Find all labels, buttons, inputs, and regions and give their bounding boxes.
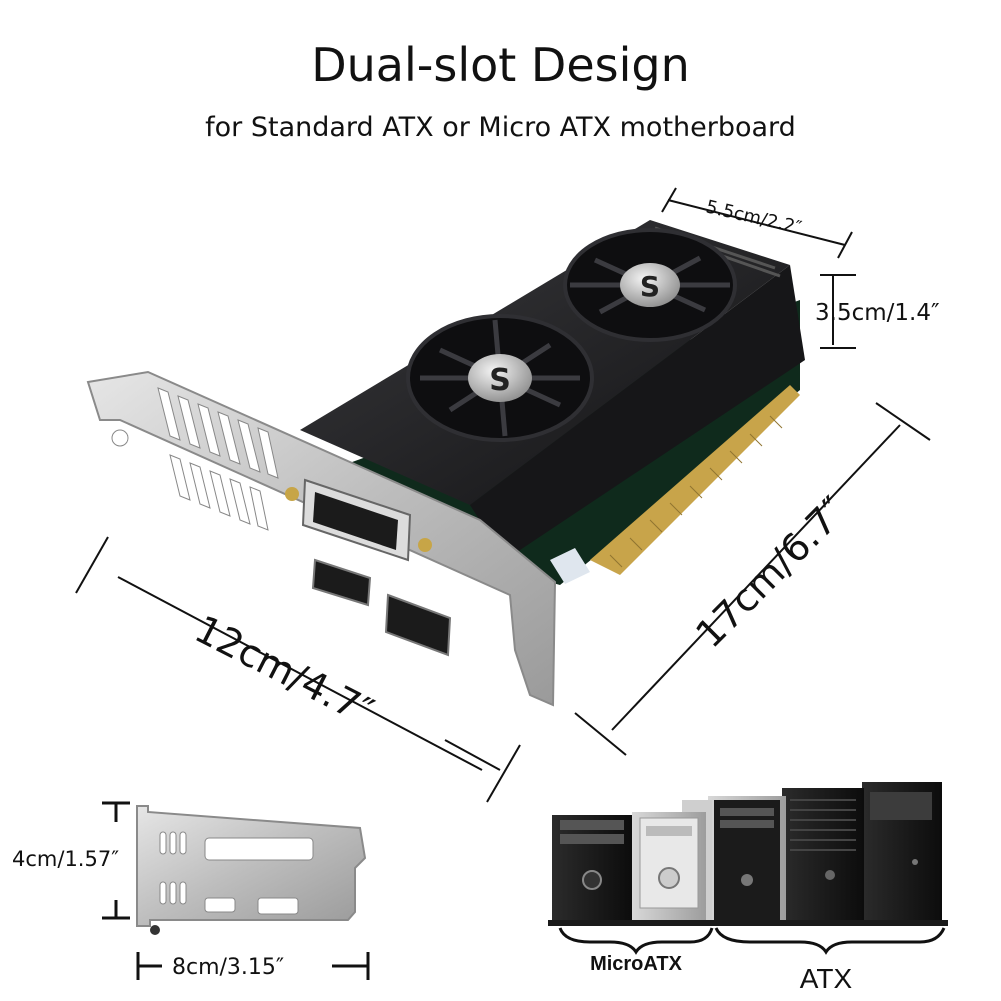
atx-label: ATX — [800, 963, 853, 994]
cooling-fan-2: S — [563, 228, 737, 342]
cooling-fan-1: S — [406, 314, 594, 442]
atx-case-2 — [708, 796, 786, 924]
microatx-case-1 — [552, 815, 632, 923]
microatx-case-2 — [632, 812, 706, 924]
dim-length: 17cm/6.7″ — [687, 488, 855, 656]
dim-width-top: 5.5cm/2.2″ — [704, 196, 804, 238]
displayport-port — [384, 593, 452, 657]
graphics-card: S S — [86, 220, 805, 707]
dim-lp-height: 4cm/1.57″ — [12, 847, 119, 871]
atx-case-3 — [782, 788, 864, 923]
case-group-braces — [558, 927, 946, 955]
cooler-shroud-side — [470, 265, 805, 560]
dim-depth: 12cm/4.7″ — [188, 607, 381, 734]
bracket-vents — [157, 387, 279, 531]
pc-cases — [548, 782, 948, 926]
gold-edge-connector — [590, 385, 800, 575]
page-subtitle: for Standard ATX or Micro ATX motherboar… — [205, 112, 796, 143]
low-profile-dimension-lines — [102, 801, 370, 980]
microatx-label: MicroATX — [590, 953, 683, 975]
dvi-port — [285, 478, 432, 562]
fan-1-logo: S — [489, 363, 511, 398]
atx-case-4 — [862, 782, 942, 922]
dim-lp-width: 8cm/3.15″ — [172, 955, 284, 980]
fan-2-logo: S — [640, 270, 660, 303]
full-height-bracket — [86, 370, 557, 707]
dimension-lines — [75, 187, 931, 803]
low-profile-bracket — [136, 805, 367, 935]
dim-height-side: 3.5cm/1.4″ — [815, 300, 940, 326]
hdmi-port — [311, 558, 372, 607]
page-title: Dual-slot Design — [311, 38, 690, 92]
serial-sticker — [550, 548, 590, 584]
